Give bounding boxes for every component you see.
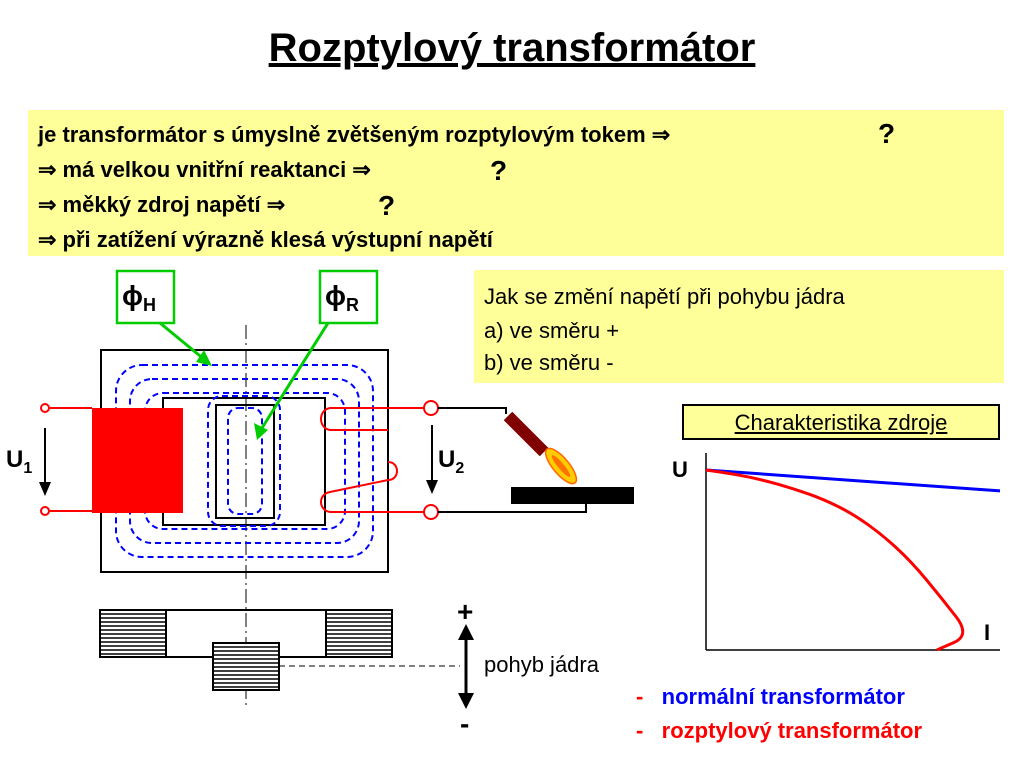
phi-r-label: ϕR bbox=[325, 280, 359, 315]
legend-item-leakage: - rozptylový transformátor bbox=[636, 718, 922, 744]
chart-title: Charakteristika zdroje bbox=[734, 410, 948, 435]
page-title: Rozptylový transformátor bbox=[268, 26, 756, 70]
question-mark-1: ? bbox=[878, 118, 896, 149]
intro-line-1: je transformátor s úmyslně zvětšeným roz… bbox=[38, 122, 671, 147]
welding-electrode bbox=[503, 411, 549, 457]
workpiece bbox=[511, 487, 634, 504]
legend-label-normal: normální transformátor bbox=[661, 684, 905, 709]
minus-sign: - bbox=[460, 708, 470, 739]
series-line-normal bbox=[705, 468, 1001, 493]
arrow-down bbox=[458, 693, 474, 709]
phi-h-label: ϕH bbox=[122, 280, 156, 315]
phi-h-box bbox=[115, 269, 176, 325]
movable-core bbox=[215, 404, 275, 519]
intro-line-3: ⇒ měkký zdroj napětí ⇒ bbox=[38, 192, 286, 217]
phi-r-box bbox=[318, 269, 379, 325]
intro-line-4: ⇒ při zatížení výrazně klesá výstupní na… bbox=[38, 227, 493, 252]
secondary-terminal-bottom bbox=[423, 504, 439, 520]
plus-sign: + bbox=[457, 596, 474, 627]
secondary-winding-bottom bbox=[320, 461, 430, 513]
primary-terminal-top bbox=[40, 403, 50, 413]
legend-item-normal: - normální transformátor bbox=[636, 684, 905, 710]
u1-label: U1 bbox=[6, 446, 33, 477]
chart-x-label: I bbox=[984, 620, 991, 645]
chart-title-box: Charakteristika zdroje bbox=[682, 404, 1000, 440]
question-line-1: Jak se změní napětí při pohybu jádra bbox=[484, 284, 845, 309]
intro-line-2: ⇒ má velkou vnitřní reaktanci ⇒ bbox=[38, 157, 371, 182]
core-motion-label: pohyb jádra bbox=[484, 652, 599, 677]
question-mark-2: ? bbox=[490, 155, 508, 186]
question-line-2: a) ve směru + bbox=[484, 318, 620, 343]
question-mark-3: ? bbox=[378, 190, 396, 221]
primary-terminal-bottom bbox=[40, 506, 50, 516]
legend-label-leakage: rozptylový transformátor bbox=[661, 718, 923, 743]
flux-line-leak-2 bbox=[227, 407, 263, 515]
legend-marker-leakage: - bbox=[636, 718, 644, 743]
legend-marker-normal: - bbox=[636, 684, 644, 709]
secondary-winding-top bbox=[320, 407, 430, 431]
core-window bbox=[162, 397, 326, 526]
arrow-up bbox=[458, 624, 474, 640]
primary-winding bbox=[92, 408, 183, 513]
u2-label: U2 bbox=[438, 446, 465, 477]
characteristic-chart bbox=[705, 453, 1001, 652]
secondary-terminal-top bbox=[423, 400, 439, 416]
flux-line-leak-1 bbox=[207, 395, 281, 527]
question-line-3: b) ve směru - bbox=[484, 350, 614, 375]
intro-box: je transformátor s úmyslně zvětšeným roz… bbox=[28, 110, 1004, 256]
question-box: Jak se změní napětí při pohybu jádra a) … bbox=[474, 270, 1004, 383]
chart-y-label: U bbox=[672, 457, 688, 482]
series-line-leakage bbox=[705, 468, 965, 652]
